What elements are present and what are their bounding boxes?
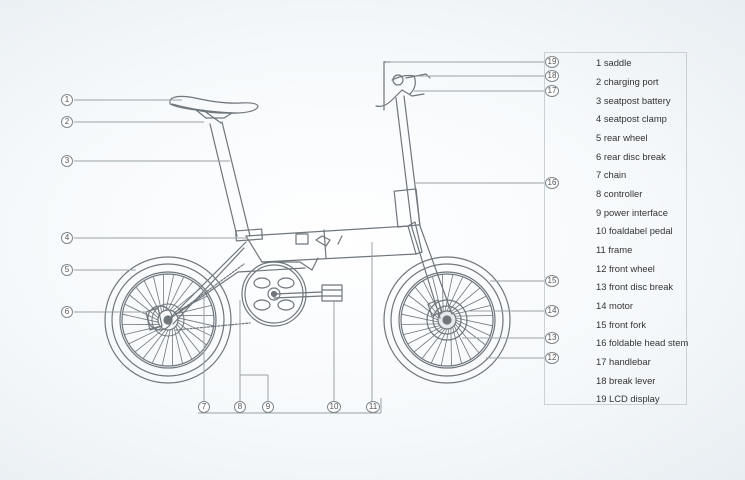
head-stem xyxy=(393,95,453,319)
callout-6: 6 xyxy=(61,306,73,318)
pedal xyxy=(273,284,343,302)
callout-1: 1 xyxy=(61,94,73,106)
legend-item: 16 foldable head stem xyxy=(596,337,689,348)
callout-9: 9 xyxy=(262,401,274,413)
front-wheel xyxy=(383,256,511,384)
parts-legend: 1 saddle 2 charging port 3 seatpost batt… xyxy=(544,52,689,405)
frame xyxy=(245,221,423,271)
handlebar xyxy=(375,61,431,111)
callout-5: 5 xyxy=(61,264,73,276)
callout-3: 3 xyxy=(61,155,73,167)
legend-item: 12 front wheel xyxy=(596,263,655,274)
legend-item: 7 chain xyxy=(596,169,627,180)
callout-18: 18 xyxy=(545,70,559,82)
rear-wheel xyxy=(104,256,232,384)
callout-8: 8 xyxy=(234,401,246,413)
chain xyxy=(175,263,245,315)
rear-disc-brake xyxy=(145,305,173,331)
callout-16: 16 xyxy=(545,177,559,189)
legend-item: 2 charging port xyxy=(596,76,659,87)
callout-4: 4 xyxy=(61,232,73,244)
callout-17: 17 xyxy=(545,85,559,97)
legend-item: 15 front fork xyxy=(596,319,647,330)
legend-item: 13 front disc break xyxy=(596,281,674,292)
legend-item: 4 seatpost clamp xyxy=(596,113,667,124)
legend-item: 5 rear wheel xyxy=(596,132,648,143)
callout-19: 19 xyxy=(545,56,559,68)
saddle xyxy=(169,95,259,119)
seatpost xyxy=(202,109,263,242)
seatstay xyxy=(167,241,247,321)
legend-item: 9 power interface xyxy=(596,207,668,218)
callout-14: 14 xyxy=(545,305,559,317)
callout-13: 13 xyxy=(545,332,559,344)
callout-12: 12 xyxy=(545,352,559,364)
legend-item: 19 LCD display xyxy=(596,393,660,404)
callout-15: 15 xyxy=(545,275,559,287)
legend-item: 3 seatpost battery xyxy=(596,95,671,106)
legend-item: 1 saddle xyxy=(596,57,632,68)
legend-item: 8 controller xyxy=(596,188,643,199)
callout-10: 10 xyxy=(327,401,341,413)
callout-2: 2 xyxy=(61,116,73,128)
legend-item: 17 handlebar xyxy=(596,356,651,367)
folding-latch xyxy=(315,235,331,247)
callout-11: 11 xyxy=(366,401,380,413)
legend-item: 11 frame xyxy=(596,244,633,255)
legend-item: 10 foaldabel pedal xyxy=(596,225,673,236)
callout-7: 7 xyxy=(198,401,210,413)
legend-item: 14 motor xyxy=(596,300,633,311)
legend-item: 6 rear disc break xyxy=(596,151,666,162)
legend-item: 18 break lever xyxy=(596,375,656,386)
